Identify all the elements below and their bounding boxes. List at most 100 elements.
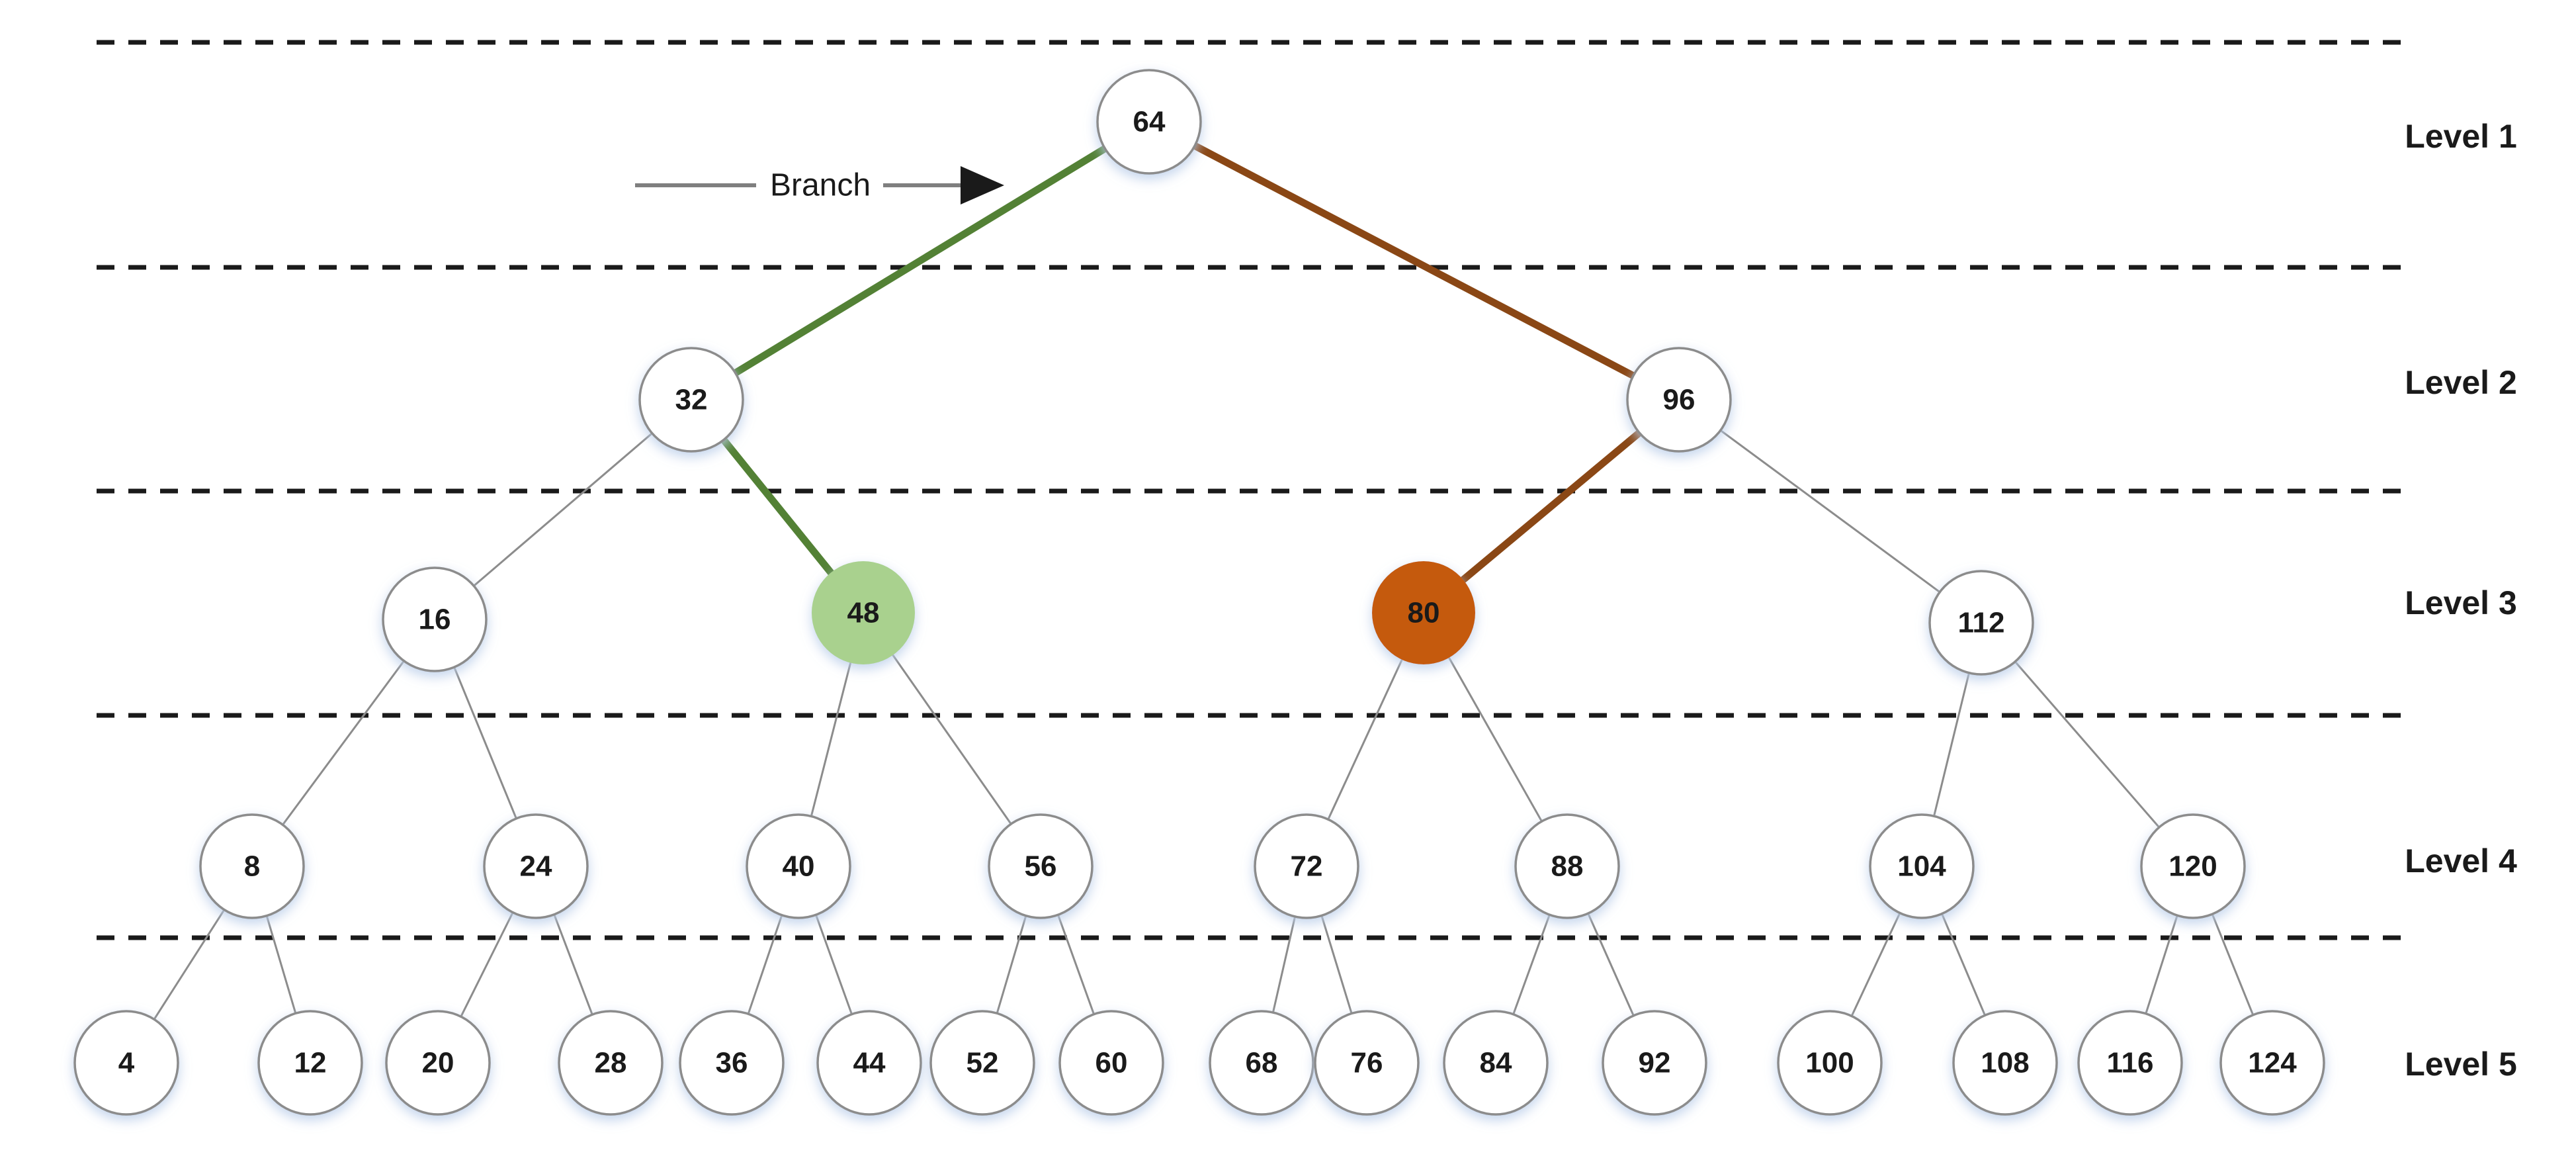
tree-node-124: 124 [2219,1010,2325,1116]
tree-node-52: 52 [929,1010,1035,1116]
tree-node-circle-116 [2077,1010,2183,1116]
tree-node-112: 112 [1928,570,2034,676]
tree-edge-64-32 [689,118,1151,403]
tree-node-label-52: 52 [966,1047,999,1079]
tree-node-circle-124 [2219,1010,2325,1116]
annotation-layer: Branch [635,166,1004,204]
tree-node-circle-24 [483,813,589,919]
tree-node-circle-68 [1209,1010,1314,1116]
tree-node-64: 64 [1096,69,1202,175]
level-label-4: Level 4 [2405,842,2517,879]
tree-node-120: 120 [2140,813,2246,919]
level-label-2: Level 2 [2405,364,2517,401]
tree-node-label-56: 56 [1025,850,1057,883]
tree-node-label-48: 48 [847,597,880,629]
tree-node-label-60: 60 [1095,1047,1128,1079]
tree-edge-64-96 [1147,118,1681,403]
tree-node-circle-8 [199,813,305,919]
tree-node-circle-96 [1626,347,1732,453]
tree-node-circle-16 [382,566,488,672]
tree-node-16: 16 [382,566,488,672]
tree-node-label-96: 96 [1663,384,1696,416]
tree-node-label-88: 88 [1551,850,1584,883]
tree-edge-32-16 [434,398,692,621]
tree-node-circle-88 [1514,813,1620,919]
tree-edge-96-80 [1421,396,1682,616]
tree-node-56: 56 [988,813,1094,919]
level-label-5: Level 5 [2405,1046,2517,1083]
tree-node-label-32: 32 [675,384,708,416]
tree-node-72: 72 [1254,813,1359,919]
tree-node-circle-84 [1443,1010,1549,1116]
branch-label: Branch [770,168,871,203]
level-label-3: Level 3 [2405,584,2517,621]
tree-node-circle-4 [73,1010,179,1116]
tree-node-label-12: 12 [294,1047,327,1079]
tree-node-label-64: 64 [1133,106,1166,138]
tree-node-76: 76 [1314,1010,1420,1116]
tree-node-label-76: 76 [1351,1047,1383,1079]
separator-layer [97,40,2408,940]
tree-node-label-112: 112 [1958,607,2005,639]
tree-node-label-84: 84 [1480,1047,1512,1079]
tree-node-circle-36 [679,1010,785,1116]
tree-node-circle-40 [746,813,851,919]
node-layer: 64 32 96 16 48 80 112 8 24 40 56 72 88 104 120 4 12 20 28 3… [73,69,2325,1116]
tree-node-circle-32 [638,347,744,453]
tree-node-40: 40 [746,813,851,919]
tree-node-label-120: 120 [2168,850,2217,883]
tree-edge-112-120 [1980,622,2194,867]
tree-node-104: 104 [1869,813,1975,919]
tree-node-60: 60 [1058,1010,1164,1116]
tree-node-label-100: 100 [1805,1047,1854,1079]
tree-node-92: 92 [1602,1010,1707,1116]
tree-node-label-104: 104 [1897,850,1946,883]
tree-edge-96-112 [1678,398,1982,624]
tree-node-label-108: 108 [1981,1047,2029,1079]
tree-node-label-28: 28 [595,1047,627,1079]
tree-node-24: 24 [483,813,589,919]
tree-node-label-68: 68 [1246,1047,1278,1079]
tree-node-88: 88 [1514,813,1620,919]
branch-arrowhead-icon [961,166,1004,204]
tree-node-label-36: 36 [716,1047,748,1079]
tree-node-116: 116 [2077,1010,2183,1116]
tree-node-label-92: 92 [1639,1047,1671,1079]
tree-node-circle-20 [385,1010,491,1116]
tree-node-68: 68 [1209,1010,1314,1116]
tree-node-circle-28 [558,1010,664,1116]
tree-node-12: 12 [257,1010,363,1116]
tree-node-108: 108 [1952,1010,2058,1116]
tree-node-circle-52 [929,1010,1035,1116]
tree-node-circle-12 [257,1010,363,1116]
tree-node-label-80: 80 [1408,597,1440,629]
tree-node-label-72: 72 [1291,850,1323,883]
tree-node-label-16: 16 [419,604,451,636]
tree-node-circle-48 [812,561,915,664]
tree-node-28: 28 [558,1010,664,1116]
tree-node-circle-72 [1254,813,1359,919]
tree-node-48: 48 [812,561,915,664]
tree-node-20: 20 [385,1010,491,1116]
tree-node-label-4: 4 [118,1047,135,1079]
tree-node-100: 100 [1777,1010,1883,1116]
tree-node-circle-76 [1314,1010,1420,1116]
tree-node-label-8: 8 [244,850,260,883]
tree-node-circle-104 [1869,813,1975,919]
tree-node-label-116: 116 [2107,1047,2154,1079]
tree-node-circle-44 [816,1010,922,1116]
tree-node-circle-120 [2140,813,2246,919]
tree-node-label-20: 20 [422,1047,454,1079]
tree-node-36: 36 [679,1010,785,1116]
tree-node-circle-80 [1372,561,1475,664]
tree-svg: 64 32 96 16 48 80 112 8 24 40 56 72 88 104 120 4 12 20 28 3… [73,40,2517,1116]
tree-node-4: 4 [73,1010,179,1116]
tree-node-96: 96 [1626,347,1732,453]
tree-node-circle-64 [1096,69,1202,175]
binary-tree-diagram: 64 32 96 16 48 80 112 8 24 40 56 72 88 104 120 4 12 20 28 3… [26,11,2576,1161]
tree-node-80: 80 [1372,561,1475,664]
tree-node-label-44: 44 [853,1047,886,1079]
tree-node-84: 84 [1443,1010,1549,1116]
tree-node-label-124: 124 [2248,1047,2297,1079]
